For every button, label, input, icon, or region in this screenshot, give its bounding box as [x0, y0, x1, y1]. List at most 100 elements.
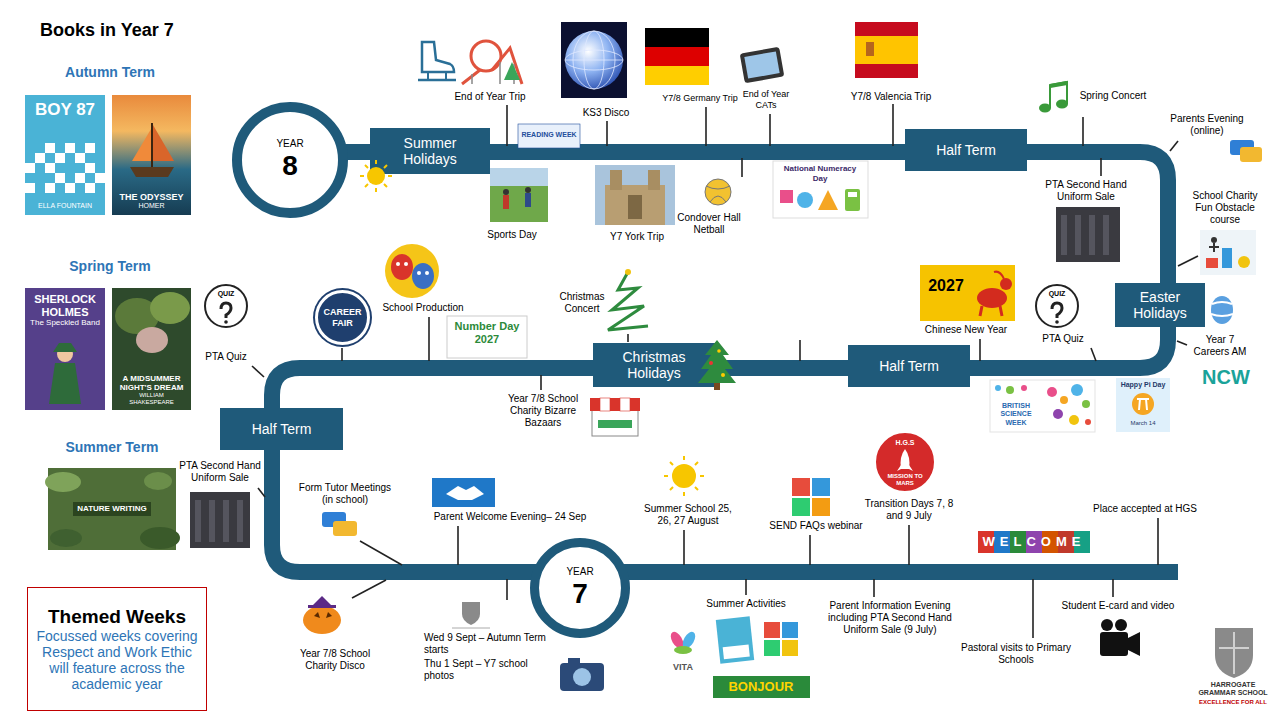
event-label: Chinese New Year [921, 324, 1011, 336]
event-label: Y7/8 Valencia Trip [841, 91, 941, 103]
leader-lines [252, 104, 1198, 638]
video-camera-icon-part [1128, 632, 1140, 656]
leader-lines-part [1157, 518, 1159, 565]
event-label: Place accepted at HGS [1085, 503, 1205, 515]
quiz-icon-part [1052, 303, 1062, 318]
book-cover: A MIDSUMMER NIGHT'S DREAMWILLIAM SHAKESP… [112, 288, 191, 410]
book-cover-art-part [130, 167, 174, 177]
christmas-tree-icon [608, 269, 648, 330]
obstacle-course-icon-part [1238, 256, 1250, 268]
pumpkin-icon-part [303, 606, 341, 634]
logo-text: March 14 [1118, 420, 1168, 427]
holiday-band-art-part [709, 361, 713, 365]
theatre-masks-icon-part [391, 254, 413, 280]
logo-text: QUIZ [1044, 290, 1070, 298]
germany-flag-part [645, 47, 709, 66]
node-text: 7 [543, 578, 617, 610]
music-note-icon [1039, 82, 1068, 113]
chinese-new-year-image-part [920, 265, 1015, 321]
chinese-new-year-image-part [977, 288, 1007, 308]
easter-egg-icon [1211, 296, 1233, 324]
holiday-band-art-part [367, 167, 385, 185]
pumpkin-icon [303, 596, 341, 634]
science-week-logo [990, 380, 1095, 432]
leader-lines-part [360, 541, 402, 565]
chinese-new-year-image-part [980, 306, 1002, 316]
event-label: End of Year Trip [440, 91, 540, 103]
event-label: KS3 Disco [571, 107, 641, 119]
event-label: Parent Information Evening including PTA… [820, 600, 960, 636]
event-label: Student E-card and video [1053, 600, 1183, 612]
chat-icon [322, 512, 357, 536]
vita-logo-part [674, 646, 692, 654]
term-heading: Summer Term [37, 439, 187, 456]
theatre-masks-icon [385, 244, 439, 298]
video-camera-icon [1100, 619, 1140, 656]
holiday-band-art-part [721, 373, 725, 377]
bonjour-banner [713, 676, 810, 698]
leader-lines-part [428, 317, 430, 361]
mission-to-mars-logo-part [901, 449, 910, 469]
school-crest-part [1219, 632, 1249, 674]
pumpkin-icon-part [308, 605, 336, 608]
obstacle-course-icon-part [1206, 258, 1218, 268]
logo-text: QUIZ [213, 290, 239, 298]
market-stall-icon-part [590, 398, 600, 411]
holiday-band: Easter Holidays [1115, 283, 1205, 327]
leader-lines-part [506, 579, 508, 600]
event-label: Transition Days 7, 8 and 9 July [859, 498, 959, 522]
book-cover-art-part [55, 173, 65, 183]
book-cover-art-part [151, 123, 153, 167]
science-week-logo-part [1060, 396, 1068, 404]
york-photo-part [648, 170, 660, 190]
book-cover-art-part [75, 173, 85, 183]
pi-day-logo [1116, 378, 1170, 432]
disco-ball-icon-part [565, 60, 623, 61]
reading-week-logo [518, 124, 580, 148]
holiday-band-art-part [360, 160, 392, 192]
theatre-masks-icon-part [396, 262, 400, 266]
market-stall-icon [590, 398, 640, 436]
half-term-band: Half Term [848, 345, 970, 387]
career-fair-badge: CAREER FAIR [315, 290, 370, 345]
logo-text: VITA [663, 662, 703, 673]
term-heading: Autumn Term [35, 64, 185, 81]
node-heading: Easter Holidays [1121, 289, 1199, 321]
send-icon-part [792, 498, 810, 516]
leader-lines-part [979, 339, 981, 361]
book-icon-part [723, 645, 750, 660]
book-cover: THE ODYSSEYHOMER [112, 95, 191, 215]
book-cover-art-part [45, 143, 55, 153]
event-label: PTA Second Hand Uniform Sale [1036, 179, 1136, 203]
node-text: The Speckled Band [30, 318, 100, 327]
york-photo [595, 165, 675, 225]
logo-text: HARROGATE GRAMMAR SCHOOL [1193, 681, 1273, 698]
camera-icon [560, 658, 604, 691]
pi-day-logo-part [1132, 393, 1154, 415]
camera-icon-part [560, 663, 604, 691]
disco-ball-icon-part [561, 22, 627, 98]
puzzle-icon-part [764, 622, 780, 638]
skates-coaster-icon-part [422, 42, 454, 72]
school-crest [1215, 628, 1253, 678]
spain-flag-part [855, 22, 918, 36]
node-heading: A MIDSUMMER NIGHT'S DREAM [116, 374, 187, 392]
puzzle-icon-part [764, 640, 780, 656]
uniform-photo-part [198, 500, 240, 542]
handshake-icon [432, 478, 495, 507]
logo-text: 2027 [923, 276, 969, 295]
node-heading: YEAR [543, 566, 617, 578]
logo-text: EXCELLENCE FOR ALL [1193, 699, 1273, 706]
leader-lines-part [258, 488, 265, 497]
science-week-logo-part [990, 380, 1095, 432]
pumpkin-icon-part [314, 612, 332, 618]
music-note-icon-part [1050, 82, 1067, 108]
book-cover-art-part [115, 298, 159, 334]
theatre-masks-icon-part [417, 271, 421, 275]
spain-flag [855, 22, 918, 78]
theatre-masks-icon-part [425, 271, 429, 275]
send-icon-part [792, 478, 810, 496]
event-label: Y7 York Trip [597, 231, 677, 243]
welcome-banner [978, 531, 1090, 553]
book-cover-art [112, 288, 191, 368]
